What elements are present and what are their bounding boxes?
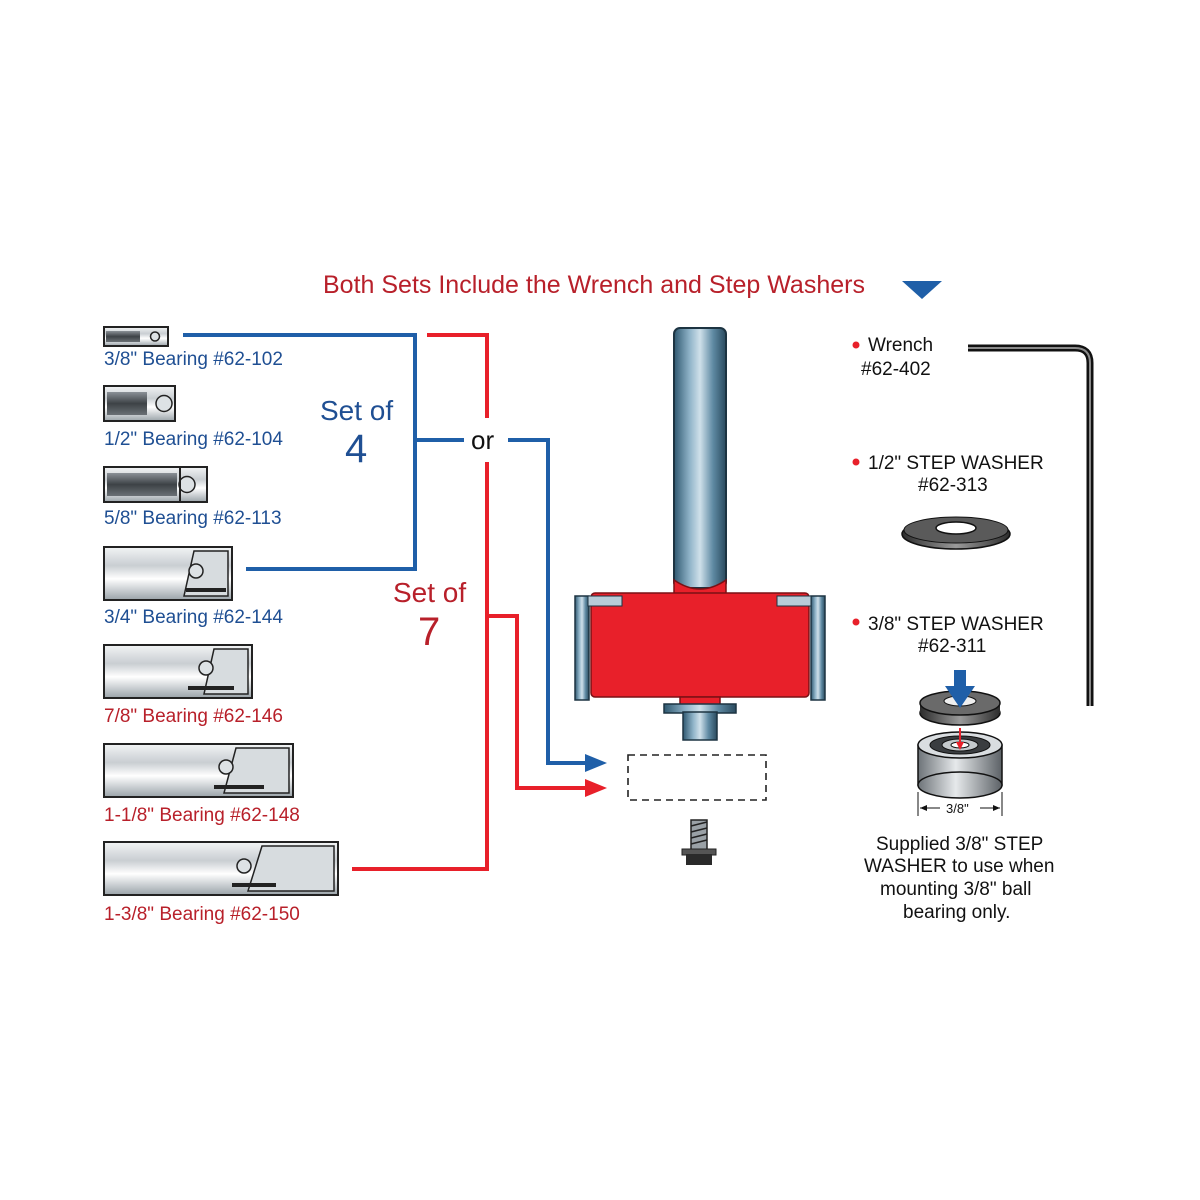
or-label: or [471,425,494,455]
bullet-dot-washer-half [852,458,860,466]
set-of-4-count: 4 [345,427,367,471]
wrench-part-number: #62-402 [861,359,931,380]
set-of-7-connector [352,333,585,871]
bearing-2-label: 1/2" Bearing #62-104 [104,429,283,450]
bullet-dot-washer-38 [852,618,860,626]
set-of-4-label: Set of [320,395,393,426]
set-of-4-connector [183,333,585,765]
bearing-3-illustration [103,466,208,503]
washer-38-part-number: #62-311 [918,636,986,657]
bearing-3-label: 5/8" Bearing #62-113 [104,508,282,529]
washer-half-part-number: #62-313 [918,475,988,496]
arrow-down-icon [945,686,975,708]
screw-icon [681,819,717,865]
set-of-7-count: 7 [418,610,440,654]
bullet-dot-wrench [852,341,860,349]
router-bit-illustration [574,327,826,741]
note-line-3: mounting 3/8" ball [880,879,1031,900]
bearing-4-illustration [103,546,233,601]
bearing-6-illustration [103,743,294,798]
washer-half-label: 1/2" STEP WASHER [868,453,1044,474]
dimension-line [917,792,1003,816]
wrench-label: Wrench [868,335,933,356]
red-arrowhead-icon [585,779,607,797]
note-line-2: WASHER to use when [864,856,1054,877]
bearing-6-label: 1-1/8" Bearing #62-148 [104,805,300,826]
bearing-1-label: 3/8" Bearing #62-102 [104,349,283,370]
bearing-1-illustration [103,326,169,347]
bearing-7-illustration [103,841,339,896]
header-text: Both Sets Include the Wrench and Step Wa… [323,271,865,299]
small-arrow-down-icon [956,742,964,750]
bearing-5-illustration [103,644,253,699]
dimension-label: 3/8" [946,801,969,816]
step-washer-half-illustration [901,516,1011,550]
bearing-4-label: 3/4" Bearing #62-144 [104,607,283,628]
note-line-4: bearing only. [903,902,1010,923]
ball-bearing-38-illustration [917,731,1003,799]
wrench-highlight [968,347,1091,706]
bearing-5-label: 7/8" Bearing #62-146 [104,706,283,727]
note-line-1: Supplied 3/8" STEP [876,834,1043,855]
blue-arrow-shaft [954,670,966,688]
set-of-7-label: Set of [393,577,466,608]
blue-arrowhead-icon [585,754,607,772]
bearing-placeholder [627,754,767,801]
bearing-2-illustration [103,385,176,422]
bearing-7-label: 1-3/8" Bearing #62-150 [104,904,300,925]
triangle-down-icon [902,281,942,299]
washer-38-label: 3/8" STEP WASHER [868,614,1044,635]
